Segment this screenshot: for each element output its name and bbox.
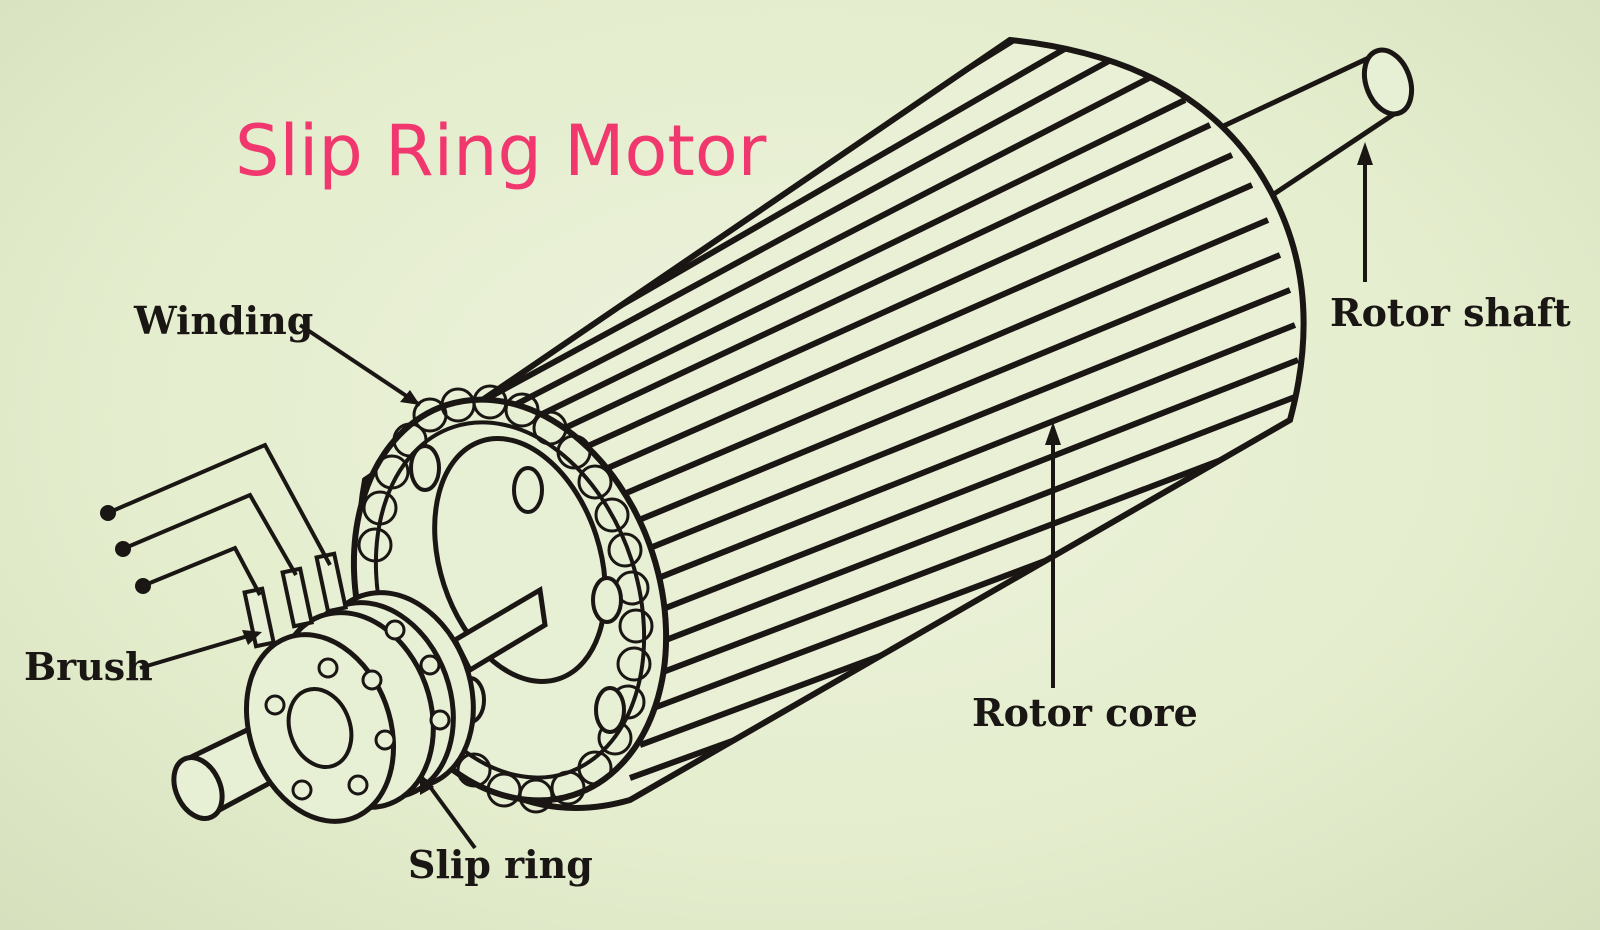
label-rotor-shaft: Rotor shaft — [1330, 290, 1571, 335]
brushes — [242, 551, 348, 649]
label-rotor-core: Rotor core — [972, 690, 1198, 735]
slip-ring-assembly — [243, 590, 476, 824]
diagram-title: Slip Ring Motor — [235, 110, 767, 192]
brush-leader — [139, 631, 259, 670]
slip-ring-leader — [423, 778, 477, 850]
rotor-hub — [432, 436, 608, 684]
brush-leads — [109, 442, 332, 596]
label-winding: Winding — [134, 298, 314, 343]
label-slip-ring: Slip ring — [408, 842, 593, 887]
rotor-shaft-right — [1213, 47, 1415, 203]
label-brush: Brush — [24, 644, 153, 689]
winding-loops — [357, 384, 654, 814]
winding-leader — [298, 323, 422, 407]
leader-arrowheads — [242, 142, 1373, 795]
leader-lines — [139, 150, 1367, 850]
lead-terminals — [100, 505, 151, 594]
